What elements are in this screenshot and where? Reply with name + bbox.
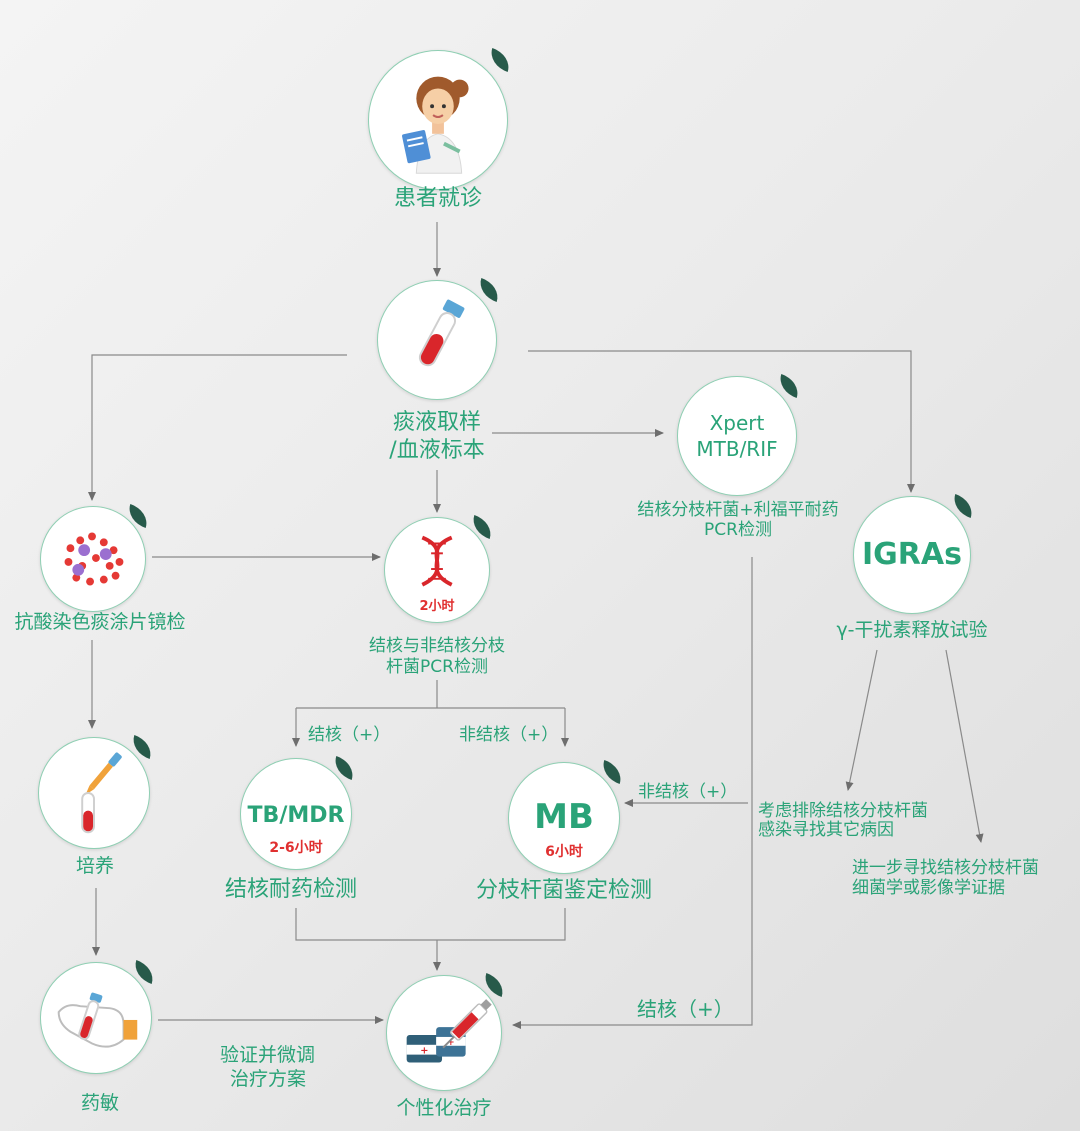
xpert-node[interactable]: Xpert MTB/RIF — [677, 374, 803, 496]
sensitivity-node[interactable] — [40, 960, 158, 1074]
medicine-syringe-icon: + + — [406, 999, 492, 1063]
sensitivity-label: 药敏 — [80, 1092, 119, 1114]
patient-label: 患者就诊 — [393, 186, 482, 211]
xpert-label-1: 结核分枝杆菌+利福平耐药 — [637, 500, 839, 520]
edge-label-verify-1: 验证并微调 — [220, 1044, 316, 1066]
edge-label-igras-right-1: 进一步寻找结核分枝杆菌 — [852, 858, 1039, 878]
svg-text:+: + — [420, 1046, 428, 1057]
dna-icon — [421, 535, 453, 587]
edge-label-ntm-positive: 非结核（+） — [459, 725, 559, 745]
pipette-tube-icon — [81, 752, 122, 834]
edge-label-igras-left-2: 感染寻找其它病因 — [758, 820, 894, 840]
pcr-label-2: 杆菌PCR检测 — [386, 657, 488, 677]
smear-label: 抗酸染色痰涂片镜检 — [14, 611, 186, 633]
edge-label-igras-right-2: 细菌学或影像学证据 — [852, 878, 1005, 898]
pcr-label-1: 结核与非结核分枝 — [369, 636, 505, 656]
arrow-igras-left — [845, 649, 878, 791]
pcr-time: 2小时 — [419, 599, 455, 614]
edge-label-igras-left-1: 考虑排除结核分枝杆菌 — [758, 801, 928, 821]
edge-label-verify-2: 治疗方案 — [230, 1068, 307, 1090]
bacteria-smear-icon — [64, 532, 124, 586]
culture-node[interactable] — [38, 735, 156, 849]
arrow-xpert-to-treatment — [512, 557, 753, 1029]
pcr-node[interactable]: 2小时 — [384, 515, 496, 623]
arrow-igras-right — [945, 649, 984, 843]
edge-label-tb-positive: 结核（+） — [308, 725, 391, 745]
xpert-title-2: MTB/RIF — [696, 437, 778, 461]
igras-node[interactable]: IGRAs — [853, 494, 977, 614]
igras-label: γ-干扰素释放试验 — [836, 619, 988, 641]
treatment-node[interactable]: + + — [386, 973, 508, 1091]
sample-tube-icon — [418, 299, 465, 367]
svg-text:+: + — [447, 1038, 454, 1048]
mb-time: 6小时 — [545, 844, 583, 860]
arrow-pcr-split — [296, 680, 565, 709]
patient-node[interactable] — [368, 48, 514, 190]
igras-title: IGRAs — [862, 537, 962, 572]
xpert-label-2: PCR检测 — [704, 520, 772, 540]
tbmdr-node[interactable]: TB/MDR 2-6小时 — [240, 756, 358, 870]
arrow-sample-to-smear — [88, 354, 347, 501]
mb-title: MB — [534, 797, 594, 837]
edge-label-ntm-positive-xpert: 非结核（+） — [638, 782, 738, 802]
gloved-hand-tube-icon — [57, 992, 138, 1048]
arrow-merge-to-treatment — [295, 908, 566, 970]
mb-label: 分枝杆菌鉴定检测 — [475, 878, 652, 903]
edge-label-tb-positive-xpert: 结核（+） — [637, 997, 734, 1021]
sample-label-1: 痰液取样 — [392, 410, 481, 435]
mb-node[interactable]: MB 6小时 — [508, 760, 626, 874]
tbmdr-label: 结核耐药检测 — [224, 877, 357, 902]
arrow-sample-to-igras — [528, 350, 915, 493]
sample-node[interactable] — [377, 278, 503, 400]
treatment-label: 个性化治疗 — [396, 1097, 492, 1119]
doctor-clipboard-icon — [402, 76, 469, 174]
tbmdr-time: 2-6小时 — [269, 840, 323, 856]
culture-label: 培养 — [75, 855, 114, 877]
sample-label-2: /血液标本 — [389, 438, 485, 463]
smear-node[interactable] — [40, 504, 152, 612]
xpert-title-1: Xpert — [709, 411, 765, 435]
tbmdr-title: TB/MDR — [247, 803, 345, 828]
